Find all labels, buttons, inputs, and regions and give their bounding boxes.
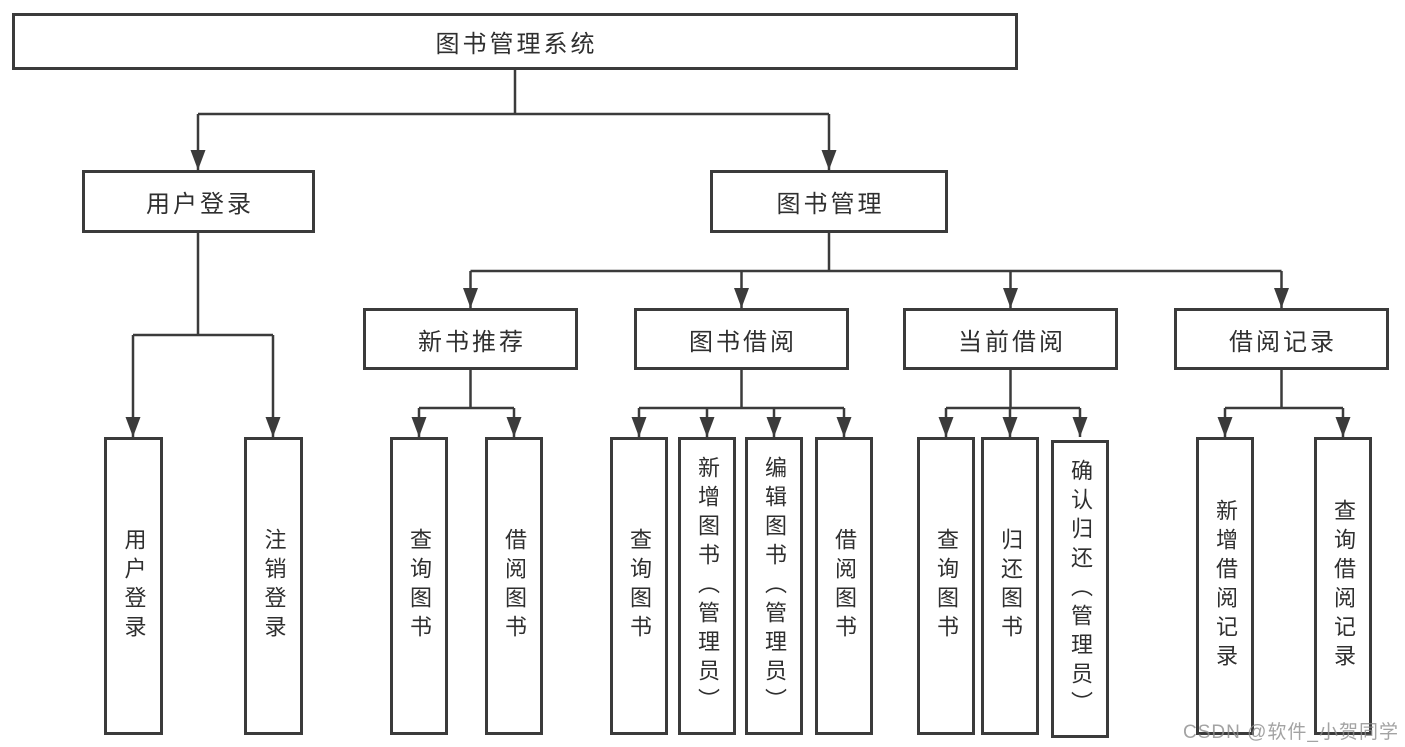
leaf-user-login: 用户登录: [104, 437, 163, 735]
leaf-label: 查询借阅记录: [1331, 499, 1356, 673]
leaf-records-add-record: 新增借阅记录: [1196, 437, 1254, 735]
leaf-label: 查询图书: [934, 528, 959, 644]
leaf-borrow-borrow-books: 借阅图书: [815, 437, 873, 735]
node-book-borrow: 图书借阅: [634, 308, 849, 370]
node-book-management: 图书管理: [710, 170, 948, 233]
leaf-records-query-record: 查询借阅记录: [1314, 437, 1372, 735]
node-borrow-records: 借阅记录: [1174, 308, 1389, 370]
leaf-current-confirm-return-admin: 确认归还（管理员）: [1051, 440, 1109, 738]
leaf-label: 借阅图书: [832, 528, 857, 644]
leaf-label: 归还图书: [998, 528, 1023, 644]
arrowhead-icons: [125, 150, 1351, 437]
leaf-label: 注销登录: [261, 528, 287, 644]
leaf-borrow-edit-books-admin: 编辑图书（管理员）: [745, 437, 803, 735]
leaf-label: 借阅图书: [502, 528, 527, 644]
leaf-label: 查询图书: [627, 528, 652, 644]
node-new-book-recommend: 新书推荐: [363, 308, 578, 370]
leaf-borrow-add-books-admin: 新增图书（管理员）: [678, 437, 736, 735]
node-user-login: 用户登录: [82, 170, 315, 233]
leaf-current-return-books: 归还图书: [981, 437, 1039, 735]
leaf-label: 编辑图书（管理员）: [762, 455, 787, 717]
leaf-recommend-query-books: 查询图书: [390, 437, 448, 735]
leaf-label: 用户登录: [121, 528, 147, 644]
leaf-recommend-borrow-books: 借阅图书: [485, 437, 543, 735]
leaf-label: 确认归还（管理员）: [1068, 458, 1093, 720]
leaf-label: 新增借阅记录: [1213, 499, 1238, 673]
node-root-library-system: 图书管理系统: [12, 13, 1018, 70]
leaf-label: 查询图书: [407, 528, 432, 644]
leaf-label: 新增图书（管理员）: [695, 455, 720, 717]
leaf-current-query-books: 查询图书: [917, 437, 975, 735]
leaf-borrow-query-books: 查询图书: [610, 437, 668, 735]
csdn-watermark: CSDN @软件_小贺同学: [1183, 722, 1399, 743]
node-current-borrow: 当前借阅: [903, 308, 1118, 370]
leaf-logout: 注销登录: [244, 437, 303, 735]
